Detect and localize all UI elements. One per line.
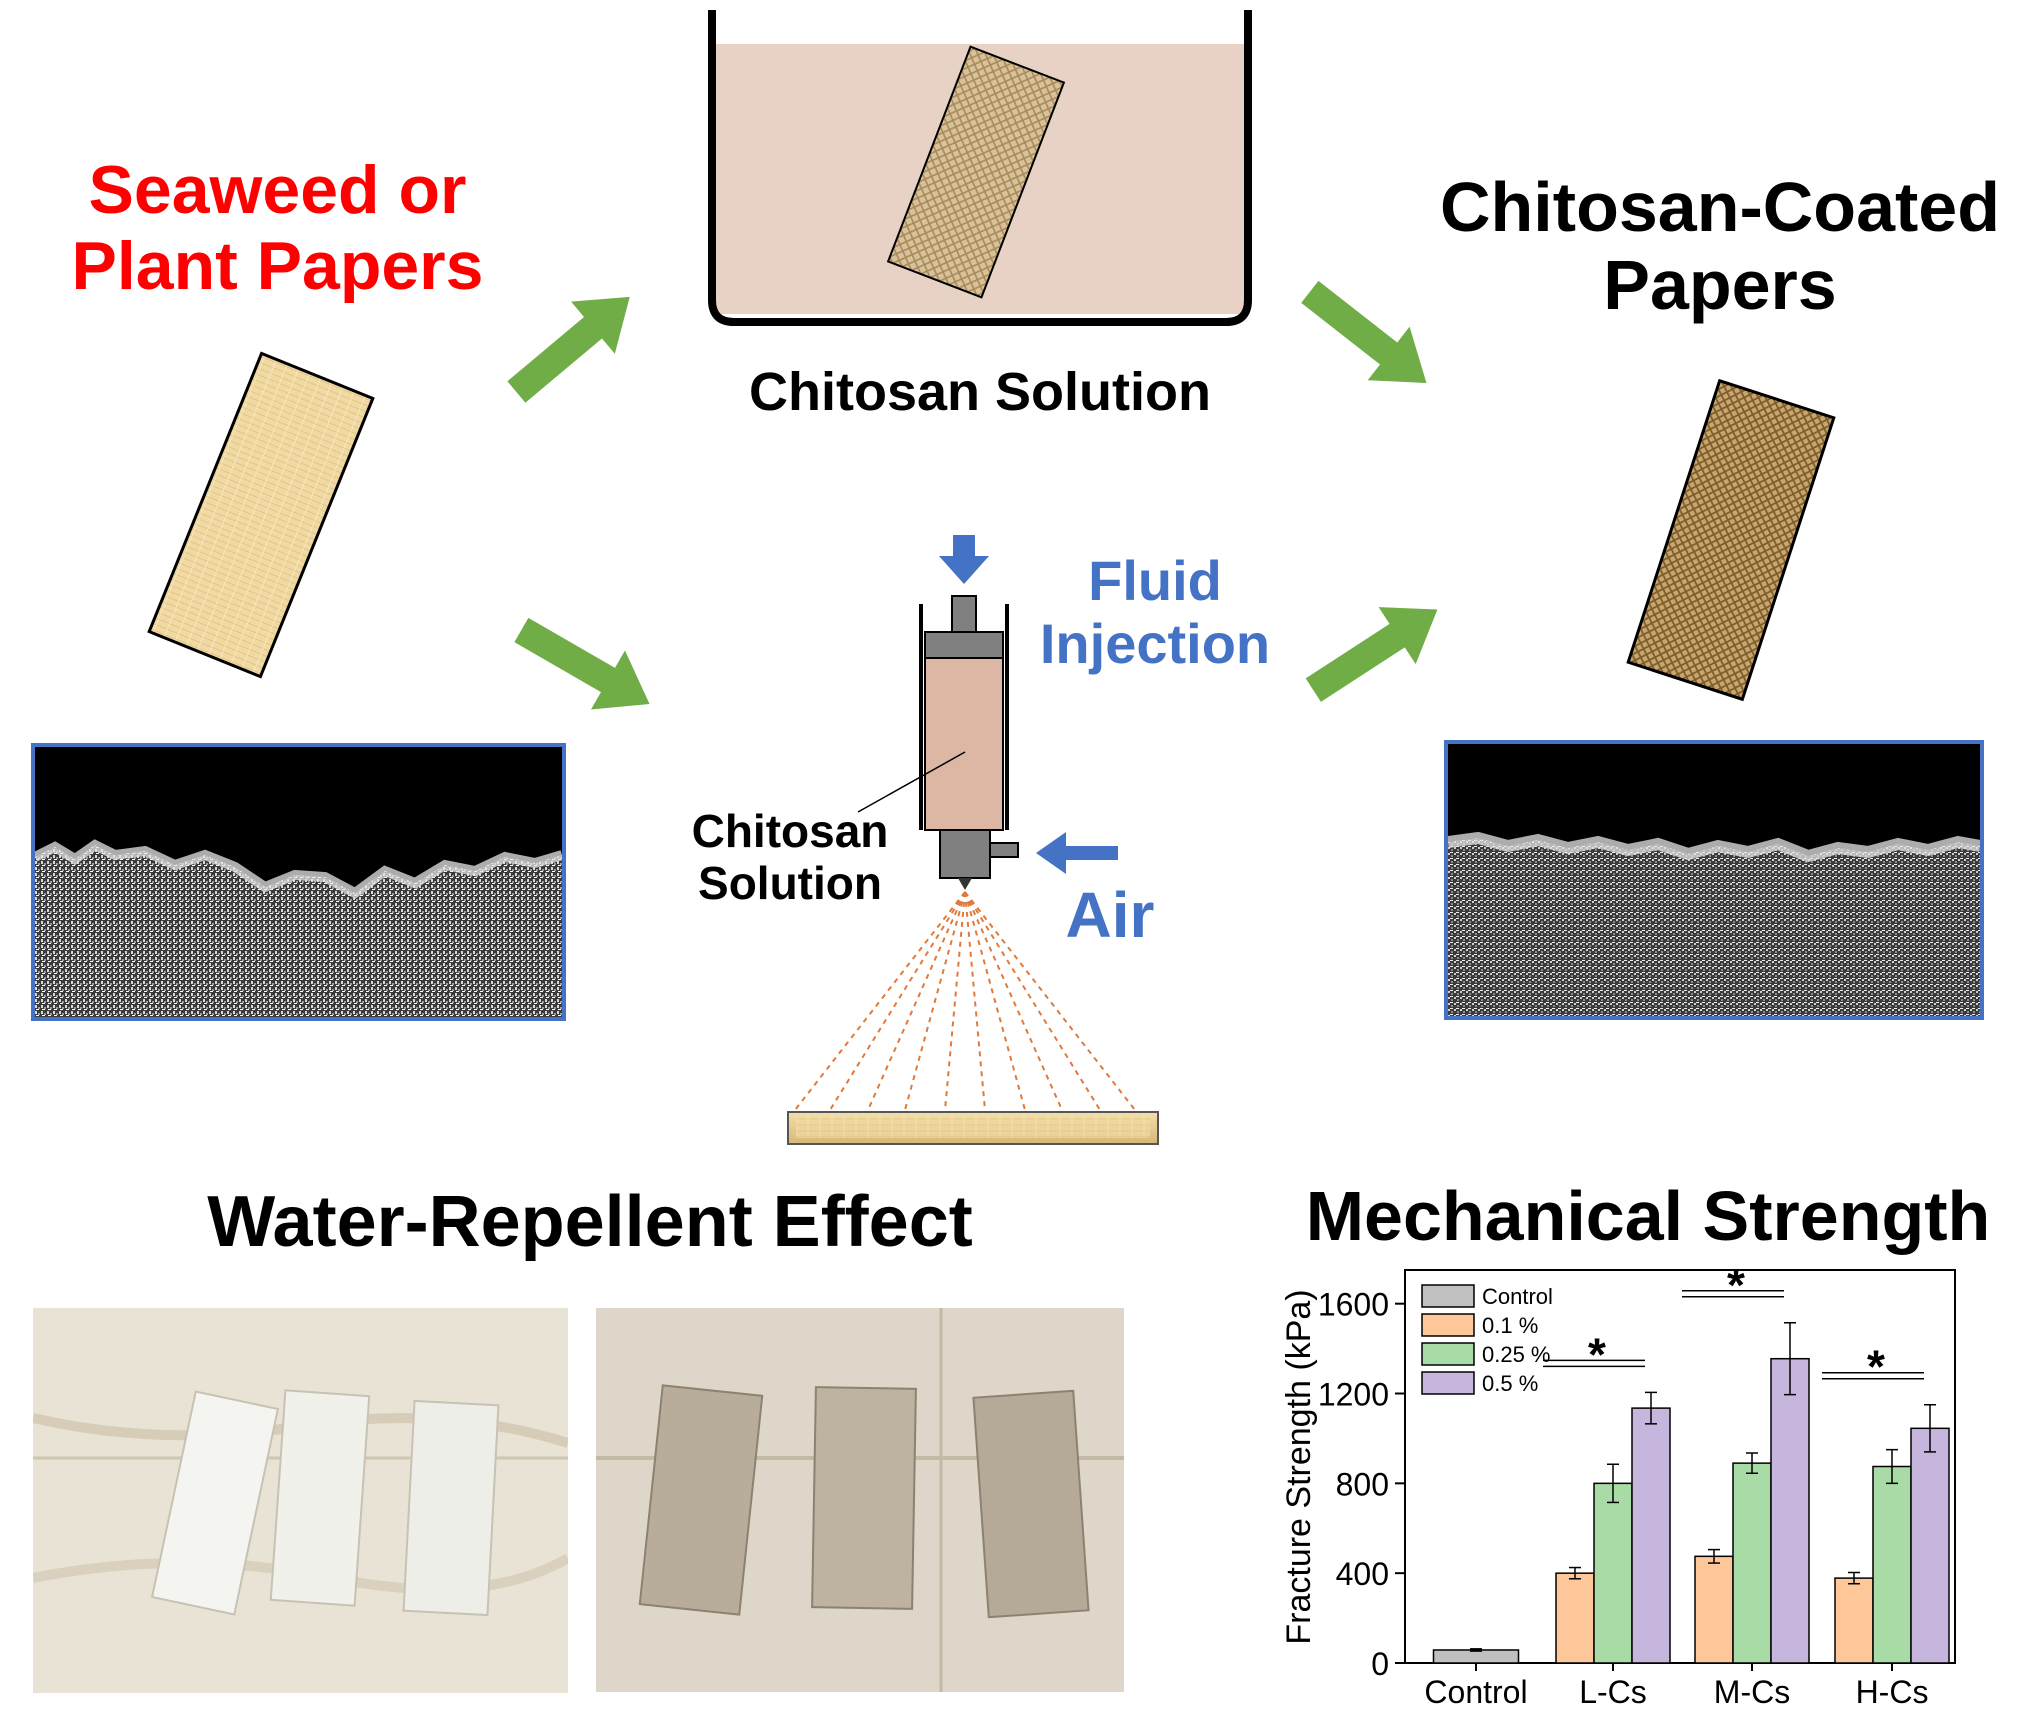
label-air: Air [1065,879,1155,951]
beaker [708,10,1252,326]
label-chitosan-solution-beaker: Chitosan Solution [749,362,1211,422]
air-arrow-icon [1036,832,1118,874]
label-fluid-injection: Fluid Injection [1039,549,1271,675]
raw-paper-strip [147,351,375,679]
label-chitosan-solution-syringe: Chitosan Solution [691,805,889,909]
arrow-paper-to-solution [507,296,630,403]
paper-substrate-base [787,1111,1159,1145]
spray-pattern [794,891,1136,1111]
arrow-spray-to-coated [1305,607,1438,702]
spray-syringe [857,535,1118,890]
label-chitosan-coated-papers: Chitosan-Coated Papers [1440,168,2000,325]
arrow-paper-to-spray [514,617,650,710]
oct-image-uncoated [31,743,566,1021]
coated-paper-strip [1626,378,1836,702]
fluid-arrow-icon [939,535,989,584]
label-water-repellent-effect: Water-Repellent Effect [207,1182,973,1262]
paper-in-solution [886,45,1066,299]
arrow-solution-to-coated [1301,280,1427,384]
photo-uncoated-strips [33,1308,568,1693]
label-seaweed-papers: Seaweed or Plant Papers [71,152,484,305]
label-mechanical-strength: Mechanical Strength [1305,1177,1991,1255]
photo-coated-strips [596,1308,1124,1692]
oct-image-coated [1444,740,1984,1020]
